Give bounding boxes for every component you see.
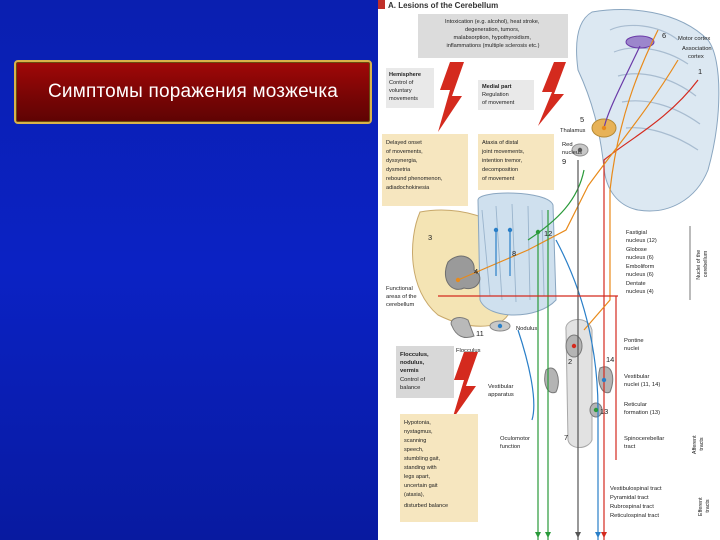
number-5: 5 — [580, 115, 584, 124]
number-14: 14 — [606, 355, 614, 364]
arrow-blue — [595, 532, 601, 538]
flocculus-box — [396, 346, 454, 398]
number-12: 12 — [544, 229, 552, 238]
dot-vestibular — [601, 377, 607, 383]
arrow-green-2 — [545, 532, 551, 538]
symptoms-text: Hypotonia, nystagmus, scanning speech, s… — [404, 420, 448, 509]
bottom-arrows — [535, 532, 607, 538]
efferent-tracts-list: Vestibulospinal tract Pyramidal tract Ru… — [610, 486, 663, 519]
number-1: 1 — [698, 67, 702, 76]
figure-heading: A. Lesions of the Cerebellum — [388, 1, 498, 10]
number-9: 9 — [562, 157, 566, 166]
afferent-tracts-label: Afferent tracts — [692, 434, 705, 454]
dot-pontine — [571, 343, 577, 349]
hemisphere-box — [386, 68, 434, 108]
dot-emboliform — [507, 227, 513, 233]
pathway-numbers: 1 2 3 4 5 6 7 8 9 11 12 13 14 — [428, 31, 702, 442]
nuclei-title: Nuclei of the cerebellum — [696, 248, 709, 279]
vestibular-apparatus-label: Vestibular apparatus — [488, 384, 515, 398]
hemisphere-text: Hemisphere Control of voluntary movement… — [389, 72, 423, 102]
number-4: 4 — [474, 267, 478, 276]
lesion-bolt-medial — [538, 62, 566, 126]
number-13: 13 — [600, 407, 608, 416]
figure-canvas: A. Lesions of the Cerebellum Intoxicatio… — [378, 0, 720, 540]
slide-title: Симптомы поражения мозжечка — [47, 81, 339, 102]
number-2: 2 — [568, 357, 572, 366]
intoxication-text: Intoxication (e.g. alcohol), heat stroke… — [445, 19, 541, 49]
vestibular-nuclei-left-shape — [544, 367, 559, 394]
dot-dentate — [455, 277, 461, 283]
reticular-formation-label: Reticular formation (13) — [624, 402, 660, 416]
folia-lines — [481, 203, 545, 303]
pathway-orange-1 — [457, 59, 679, 281]
arrow-red — [601, 532, 607, 538]
pontine-nuclei-label: Pontine nuclei — [624, 338, 645, 352]
pathway-blue-4 — [517, 329, 535, 421]
dot-red-nucleus — [577, 147, 583, 153]
red-nucleus-label: Red nucleus — [562, 142, 582, 156]
delayed-onset-text: Delayed onset of movements, dyssynergia,… — [386, 140, 444, 191]
pathway-dots — [455, 125, 607, 413]
number-8: 8 — [512, 249, 516, 258]
number-6: 6 — [662, 31, 666, 40]
arrow-green-1 — [535, 532, 541, 538]
nuclei-list-box — [622, 226, 698, 302]
dentate-nucleus-shape — [444, 255, 481, 290]
dot-thalamus — [601, 125, 607, 131]
flocculus-box-text: Flocculus, nodulus, vermis Control of ba… — [400, 352, 430, 391]
ataxia-text: Ataxia of distal joint movements, intent… — [481, 140, 526, 182]
cerebral-cortex — [576, 9, 720, 212]
spinocerebellar-label: Spinocerebellar tract — [624, 436, 666, 450]
lesion-bolt-flocculus — [452, 352, 478, 420]
intoxication-box — [418, 14, 568, 58]
pathway-lines — [438, 29, 699, 540]
pathway-red-1 — [603, 79, 699, 540]
symptoms-box — [400, 414, 478, 522]
number-7: 7 — [564, 433, 568, 442]
number-3: 3 — [428, 233, 432, 242]
flocculus-label: Flocculus — [456, 348, 481, 354]
cerebellum-lesions-figure: A. Lesions of the Cerebellum Intoxicatio… — [378, 0, 720, 540]
delayed-onset-box — [382, 134, 468, 206]
cerebellum-vermis — [477, 192, 557, 316]
functional-areas-label: Functional areas of the cerebellum — [386, 286, 418, 308]
heading-marker — [378, 0, 385, 9]
vestibular-nuclei-label: Vestibular nuclei (11, 14) — [624, 374, 660, 388]
efferent-tracts-label: Efferent tracts — [698, 496, 711, 516]
pathway-blue-3 — [555, 239, 599, 540]
pathway-orange-2 — [583, 29, 659, 331]
nodulus-label: Nodulus — [516, 326, 537, 332]
arrow-gray — [575, 532, 581, 538]
medial-part-text: Medial part Regulation of movement — [482, 84, 515, 106]
flocculus-shape — [450, 317, 475, 339]
dot-nodulus — [497, 323, 503, 329]
dot-reticular — [593, 407, 599, 413]
association-cortex-label: Association cortex — [682, 46, 713, 60]
oculomotor-label: Oculomotor function — [500, 436, 532, 450]
dot-fastigial — [535, 229, 541, 235]
ataxia-box — [478, 134, 554, 190]
motor-cortex-label: Motor cortex — [678, 36, 710, 42]
pathway-purple — [603, 45, 641, 129]
motor-area-shape — [625, 35, 655, 49]
dot-globose — [493, 227, 499, 233]
number-11: 11 — [476, 329, 484, 338]
thalamus-label: Thalamus — [560, 128, 586, 134]
nuclei-list-text: Fastigial nucleus (12) Globose nucleus (… — [626, 230, 658, 295]
medial-part-box — [478, 80, 534, 110]
slide-title-box: Симптомы поражения мозжечка — [14, 60, 372, 124]
lesion-bolt-hemisphere — [438, 62, 464, 132]
pathway-green-3 — [527, 169, 585, 241]
